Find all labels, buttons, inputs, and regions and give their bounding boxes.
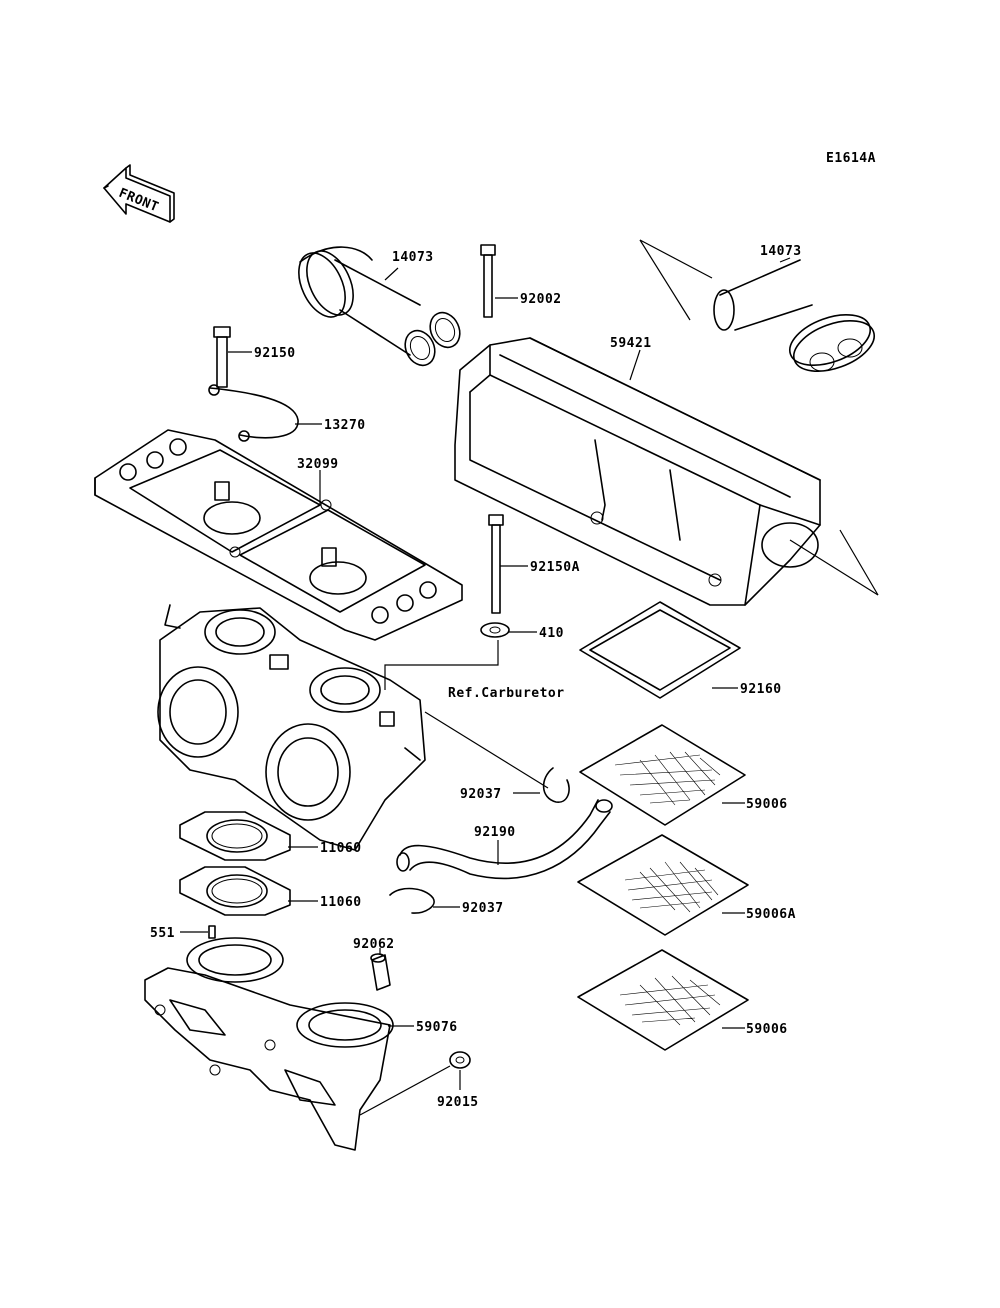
label-92037-lower: 92037 (462, 901, 504, 916)
manifold-59076 (144, 937, 394, 1151)
label-92037-upper: 92037 (460, 787, 502, 802)
hose-92190 (396, 799, 613, 880)
diagram-code: E1614A (826, 151, 876, 166)
ref-carburetor-label: Ref.Carburetor (448, 686, 565, 701)
label-92150: 92150 (254, 346, 296, 361)
label-32099: 32099 (297, 457, 339, 472)
bolt-92150 (213, 326, 231, 388)
screen-59006-lower (577, 949, 749, 1051)
air-box-59421 (454, 337, 821, 606)
label-410: 410 (539, 626, 564, 641)
bolt-92002 (480, 244, 496, 318)
nut-92015 (449, 1051, 471, 1069)
pin-551 (208, 925, 216, 939)
label-11060-lower: 11060 (320, 895, 362, 910)
gasket-11060-lower (179, 866, 291, 916)
fitting-92062 (370, 953, 391, 991)
gasket-92160 (579, 601, 741, 699)
label-59006-lower: 59006 (746, 1022, 788, 1037)
screen-59006-upper (579, 724, 746, 826)
gasket-11060-upper (179, 811, 291, 861)
label-11060-upper: 11060 (320, 841, 362, 856)
label-92190: 92190 (474, 825, 516, 840)
plate-32099 (94, 429, 463, 641)
label-14073-left: 14073 (392, 250, 434, 265)
label-551: 551 (150, 926, 175, 941)
label-92160: 92160 (740, 682, 782, 697)
label-14073-right: 14073 (760, 244, 802, 259)
washer-410 (480, 622, 510, 638)
clamp-92037-lower (389, 887, 435, 914)
label-92002: 92002 (520, 292, 562, 307)
label-59421: 59421 (610, 336, 652, 351)
label-92015: 92015 (437, 1095, 479, 1110)
clamp-13270 (208, 384, 299, 442)
label-59006A: 59006A (746, 907, 796, 922)
front-arrow-icon: FRONT (103, 164, 175, 223)
label-59076: 59076 (416, 1020, 458, 1035)
label-59006-upper: 59006 (746, 797, 788, 812)
clamp-92037-upper (542, 767, 570, 803)
air-duct-left (298, 246, 461, 367)
screen-59006A (577, 834, 749, 936)
label-92150A: 92150A (530, 560, 580, 575)
air-duct-right (713, 259, 875, 372)
label-13270: 13270 (324, 418, 366, 433)
label-92062: 92062 (353, 937, 395, 952)
carburetor-assembly (157, 604, 426, 851)
bolt-92150A (488, 514, 504, 614)
